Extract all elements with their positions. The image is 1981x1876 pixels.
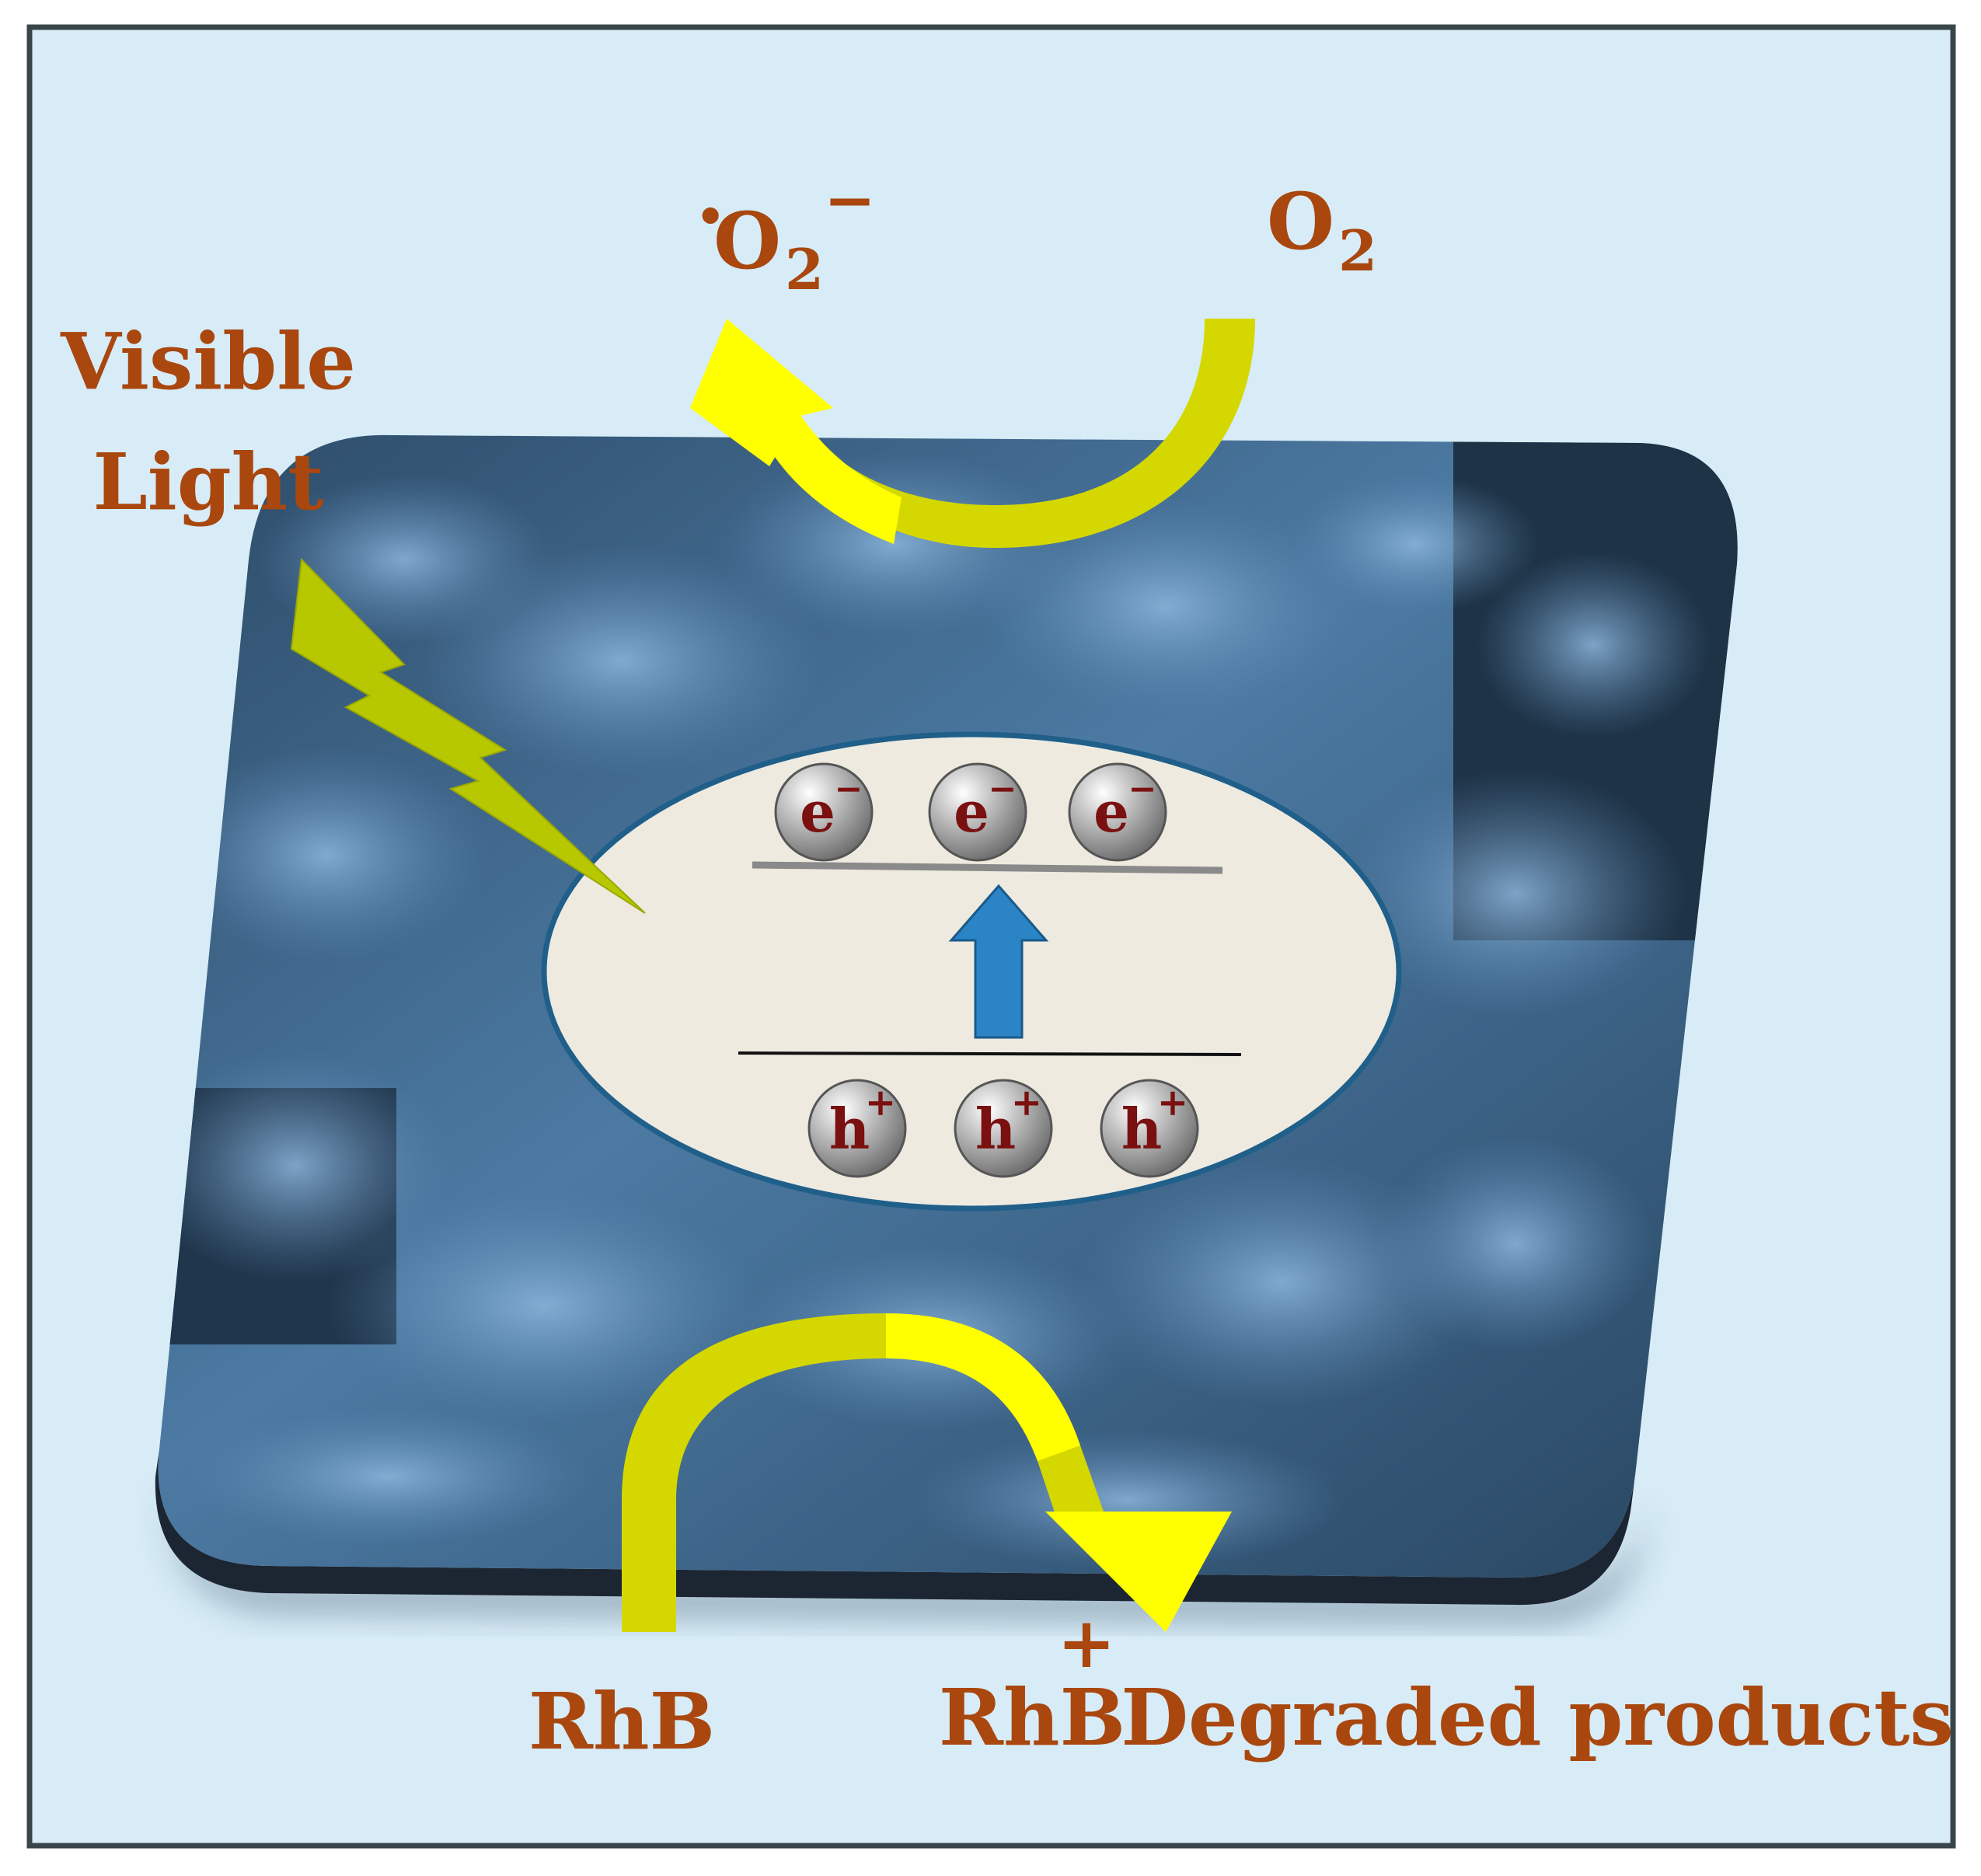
rhb-reactant-label: RhB [528, 1675, 715, 1767]
hole-symbol: h [829, 1096, 870, 1162]
rhb-product-label: RhB [939, 1672, 1125, 1763]
superoxide-charge: − [824, 163, 876, 236]
hole-particle: h + [807, 1079, 907, 1178]
visible-light-label: Visible Light [60, 316, 356, 528]
electron-symbol: e [954, 779, 989, 845]
degraded-products-label: Degraded products [1121, 1672, 1953, 1763]
superoxide-label: • O 2 − [696, 163, 876, 302]
superoxide-subscript: 2 [785, 236, 824, 302]
electron-particle: e − [928, 762, 1027, 862]
electron-symbol: e [800, 779, 835, 845]
hole-charge: + [1011, 1081, 1042, 1125]
band-gap-ellipse [541, 731, 1402, 1212]
electron-particle: e − [774, 762, 874, 862]
hole-symbol: h [1121, 1096, 1162, 1162]
hole-symbol: h [975, 1096, 1016, 1162]
oxygen-symbol: O [1267, 176, 1334, 267]
hole-particle: h + [954, 1079, 1053, 1178]
conduction-band-line [752, 861, 1223, 874]
hole-particle: h + [1100, 1079, 1199, 1178]
visible-light-line1: Visible [60, 316, 356, 407]
oxygen-label: O 2 [1267, 176, 1377, 284]
plate-edge [155, 1449, 1636, 1606]
oxygen-reduction-arrow-icon [690, 319, 1255, 548]
hole-charge: + [1157, 1081, 1188, 1125]
electron-particle: e − [1068, 762, 1167, 862]
electron-symbol: e [1093, 779, 1129, 845]
visible-light-line2: Light [92, 436, 323, 528]
excitation-arrow-icon [948, 884, 1049, 1039]
plus-sign: + [1057, 1602, 1115, 1684]
sem-image-plate [158, 434, 1738, 1578]
superoxide-symbol: O [713, 195, 781, 287]
valence-band-line [738, 1051, 1242, 1056]
oxygen-subscript: 2 [1338, 218, 1377, 284]
electron-charge: − [1128, 769, 1157, 809]
superoxide-radical-dot: • [696, 190, 725, 245]
lightning-bolt-icon [290, 557, 646, 914]
hole-charge: + [865, 1081, 896, 1125]
rhb-degradation-arrow-icon [622, 1313, 1232, 1632]
electron-charge: − [835, 769, 863, 809]
electron-charge: − [989, 769, 1017, 809]
